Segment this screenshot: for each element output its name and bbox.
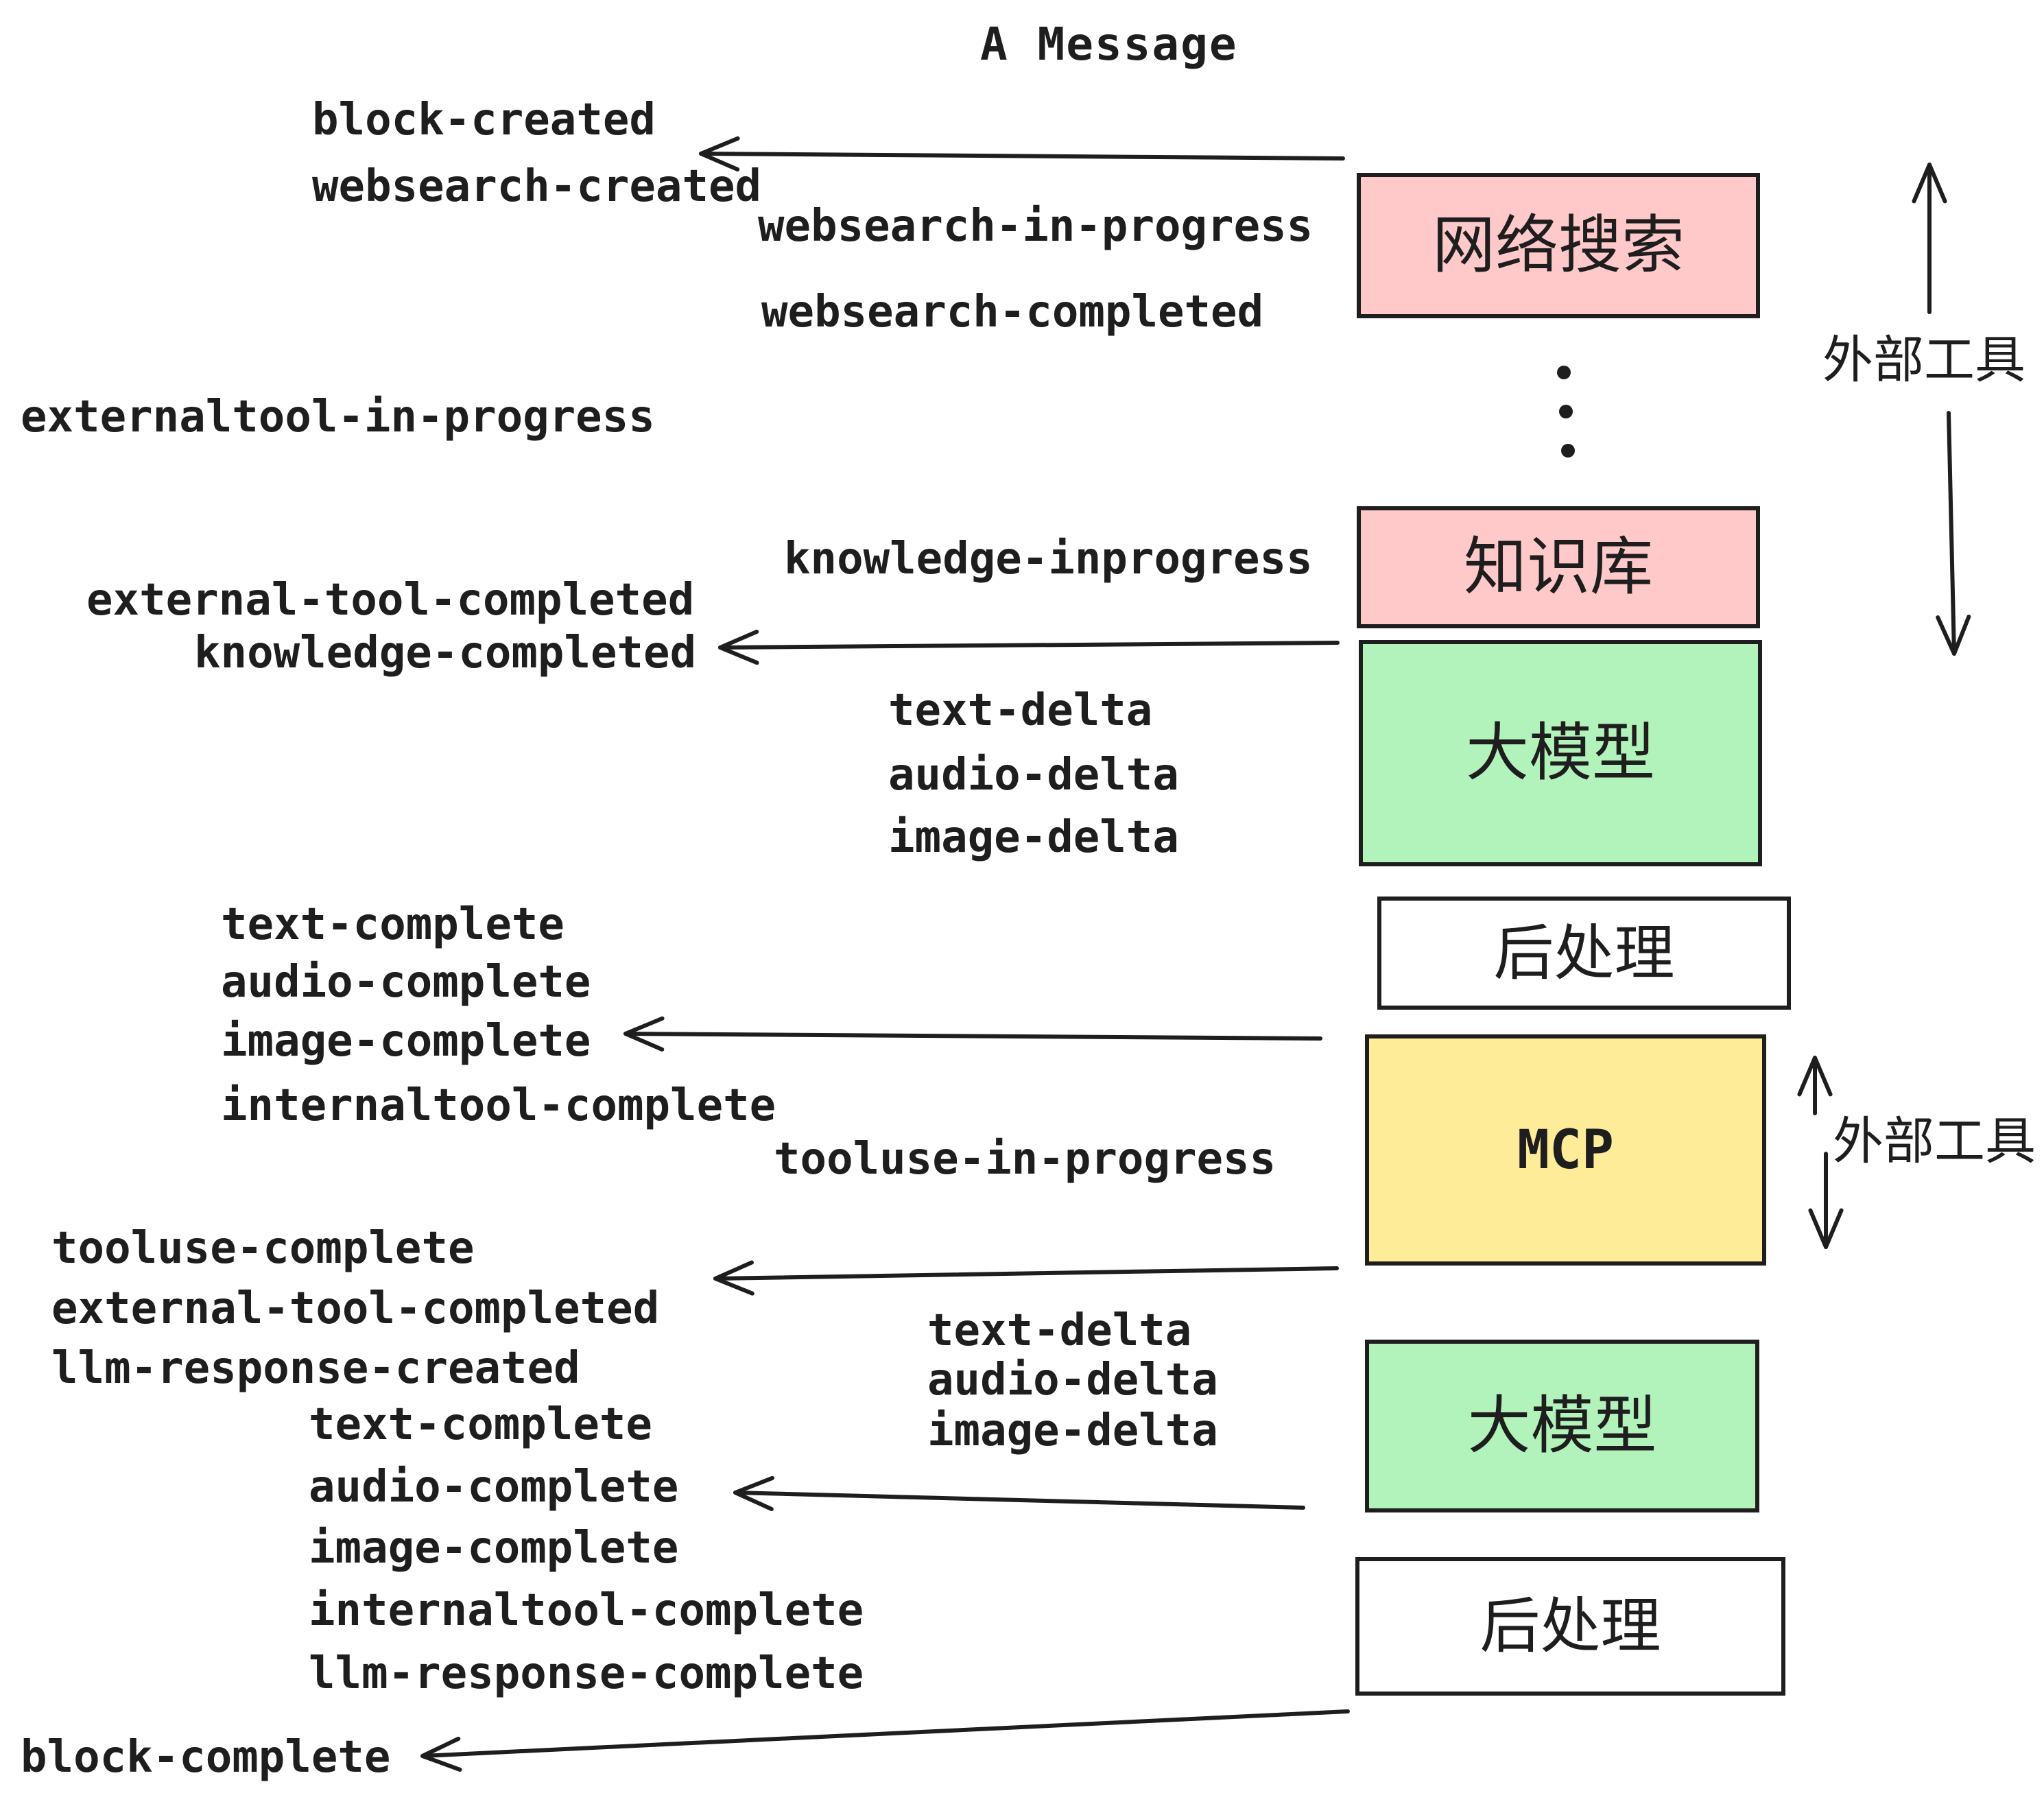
box-label-websearch: 网络搜索 xyxy=(1431,211,1685,281)
arrowhead-external-tools-up-1 xyxy=(1912,163,1947,204)
event-label-text-complete-1: text-complete xyxy=(221,899,565,950)
arrowhead-to-tooluse-complete xyxy=(713,1260,754,1296)
arrow-external-tools-up-2 xyxy=(1797,1056,1833,1115)
event-label-llm-response-created: llm-response-created xyxy=(51,1343,580,1394)
ellipsis-dot xyxy=(1561,444,1575,458)
box-llm-2: 大模型 xyxy=(1365,1340,1759,1512)
event-label-external-tool-completed-2: external-tool-completed xyxy=(51,1283,660,1334)
arrow-external-tools-up-1 xyxy=(1912,163,1947,314)
arrow-to-audio-complete xyxy=(733,1475,1305,1511)
event-label-knowledge-completed: knowledge-completed xyxy=(194,628,697,678)
event-label-block-created: block-created xyxy=(312,95,656,145)
event-label-websearch-created: websearch-created xyxy=(312,161,762,212)
event-label-audio-complete-2: audio-complete xyxy=(309,1462,679,1512)
event-label-block-complete: block-complete xyxy=(21,1732,391,1783)
event-label-audio-delta-2: audio-delta xyxy=(927,1355,1218,1405)
box-post-2: 后处理 xyxy=(1355,1557,1785,1696)
box-label-post-2: 后处理 xyxy=(1479,1592,1661,1660)
arrowhead-to-knowledge-completed xyxy=(718,629,759,665)
arrow-external-tools-down-2 xyxy=(1808,1152,1844,1249)
arrow-external-tools-down-1 xyxy=(1936,411,1971,656)
event-label-externaltool-in-progress: externaltool-in-progress xyxy=(21,392,655,442)
event-label-audio-complete-1: audio-complete xyxy=(221,957,591,1008)
event-label-text-delta-2: text-delta xyxy=(927,1305,1192,1356)
ellipsis-dot xyxy=(1557,366,1571,379)
ellipsis-dot xyxy=(1559,405,1573,418)
box-post-1: 后处理 xyxy=(1377,897,1791,1010)
event-label-image-complete-2: image-complete xyxy=(309,1523,679,1574)
event-label-internaltool-complete-2: internaltool-complete xyxy=(309,1585,864,1636)
box-label-llm-1: 大模型 xyxy=(1465,718,1655,788)
event-label-tooluse-in-progress: tooluse-in-progress xyxy=(774,1134,1276,1185)
event-label-tooluse-complete: tooluse-complete xyxy=(51,1223,475,1274)
event-label-external-tool-completed-1: external-tool-completed xyxy=(86,575,695,626)
arrow-to-tooluse-complete xyxy=(713,1260,1339,1296)
arrow-to-block-complete xyxy=(420,1709,1350,1772)
arrow-to-block-created xyxy=(699,136,1345,171)
box-label-llm-2: 大模型 xyxy=(1467,1391,1657,1461)
event-label-text-complete-2: text-complete xyxy=(309,1399,652,1450)
box-label-knowledge: 知识库 xyxy=(1463,532,1653,602)
box-knowledge: 知识库 xyxy=(1357,506,1760,628)
arrowhead-to-block-created xyxy=(699,136,740,171)
event-label-internaltool-complete-1: internaltool-complete xyxy=(221,1080,776,1131)
event-label-llm-response-complete: llm-response-complete xyxy=(309,1648,864,1699)
event-label-image-delta-2: image-delta xyxy=(927,1405,1218,1456)
box-label-mcp: MCP xyxy=(1517,1119,1614,1181)
box-llm-1: 大模型 xyxy=(1359,640,1762,866)
event-label-image-delta-1: image-delta xyxy=(888,812,1179,863)
event-label-image-complete-1: image-complete xyxy=(221,1016,591,1067)
event-label-text-delta-1: text-delta xyxy=(888,685,1153,736)
vertical-ellipsis-dots xyxy=(1557,366,1575,458)
arrowhead-external-tools-up-2 xyxy=(1797,1056,1833,1097)
arrowhead-to-block-complete xyxy=(420,1736,462,1772)
arrow-to-image-complete xyxy=(623,1016,1322,1052)
arrowhead-external-tools-down-1 xyxy=(1936,615,1971,656)
box-mcp: MCP xyxy=(1365,1034,1766,1266)
arrowhead-to-audio-complete xyxy=(733,1475,774,1511)
box-label-post-1: 后处理 xyxy=(1493,918,1675,987)
event-label-knowledge-inprogress: knowledge-inprogress xyxy=(784,534,1313,584)
diagram-title: A Message xyxy=(980,18,1238,71)
arrowhead-external-tools-down-2 xyxy=(1808,1208,1844,1249)
arrow-to-knowledge-completed xyxy=(718,629,1340,665)
external-tools-label-top: 外部工具 xyxy=(1822,331,2025,388)
external-tools-label-mcp: 外部工具 xyxy=(1833,1113,2036,1170)
event-label-websearch-in-progress: websearch-in-progress xyxy=(758,201,1314,252)
box-websearch: 网络搜索 xyxy=(1357,173,1760,318)
event-label-websearch-completed: websearch-completed xyxy=(761,287,1264,337)
arrowhead-to-image-complete xyxy=(623,1016,665,1052)
event-label-audio-delta-1: audio-delta xyxy=(888,750,1179,800)
